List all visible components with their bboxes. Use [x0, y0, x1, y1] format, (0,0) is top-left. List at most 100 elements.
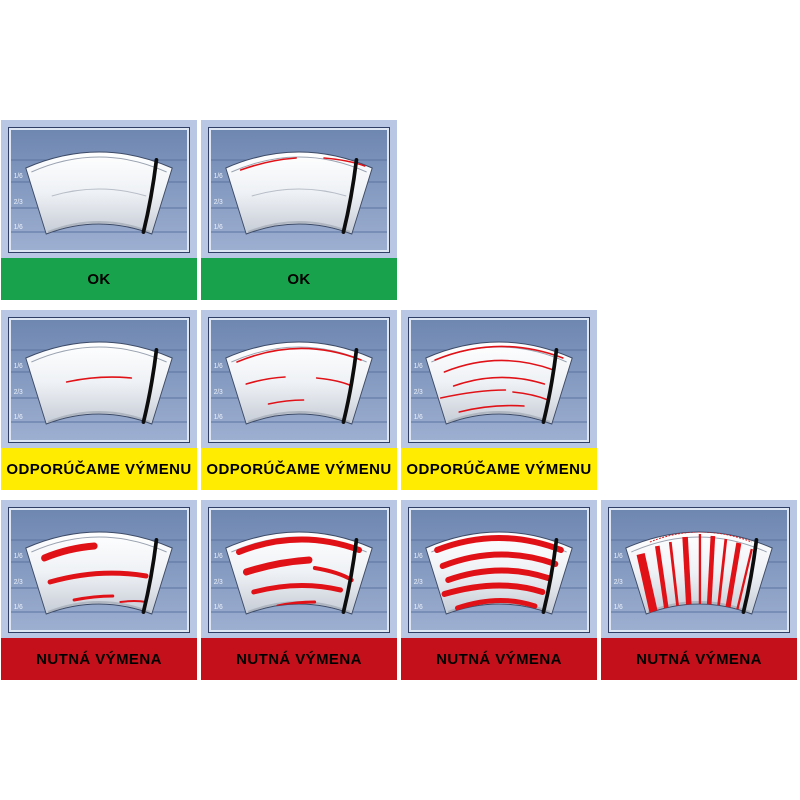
windshield-panel: 1/6 2/3 1/6	[8, 317, 190, 443]
cell-danger-2: 1/6 2/3 1/6	[201, 500, 397, 680]
cell-ok-1: 1/6 2/3 1/6 OK	[1, 120, 197, 300]
wiper-wear-chart: 1/6 2/3 1/6 OK	[1, 120, 800, 690]
zone-label-mid: 2/3	[214, 579, 223, 586]
status-label: ODPORÚČAME VÝMENU	[6, 460, 192, 478]
zone-label-bottom: 1/6	[414, 604, 423, 611]
streak-marks	[236, 536, 362, 608]
status-bar: NUTNÁ VÝMENA	[601, 638, 797, 680]
windshield-panel: 1/6 2/3 1/6	[8, 127, 190, 253]
zone-label-mid: 2/3	[214, 199, 223, 206]
status-bar: ODPORÚČAME VÝMENU	[201, 448, 397, 490]
status-label: ODPORÚČAME VÝMENU	[206, 460, 392, 478]
panel-frame: 1/6 2/3 1/6	[1, 500, 197, 638]
status-bar: OK	[1, 258, 197, 300]
row-recommend-replacement: 1/6 2/3 1/6 ODPORÚČAME V	[1, 310, 800, 490]
zone-label-bottom: 1/6	[14, 604, 23, 611]
streak-marks	[636, 532, 753, 614]
zone-label-top: 1/6	[614, 553, 623, 560]
cell-warn-3: 1/6 2/3 1/6	[401, 310, 597, 490]
row-ok: 1/6 2/3 1/6 OK	[1, 120, 800, 300]
cell-danger-4: 1/6 2/3 1/6	[601, 500, 797, 680]
panel-frame: 1/6 2/3 1/6	[1, 310, 197, 448]
wiper-blade	[141, 158, 159, 234]
panel-frame: 1/6 2/3 1/6	[201, 120, 397, 258]
status-label: OK	[287, 270, 311, 288]
zone-label-top: 1/6	[14, 363, 23, 370]
status-label: NUTNÁ VÝMENA	[236, 650, 362, 668]
zone-label-bottom: 1/6	[14, 224, 23, 231]
streak-marks	[65, 376, 133, 383]
panel-frame: 1/6 2/3 1/6	[201, 310, 397, 448]
status-label: ODPORÚČAME VÝMENU	[406, 460, 592, 478]
wiper-blade	[341, 538, 359, 614]
cell-danger-3: 1/6 2/3 1/6	[401, 500, 597, 680]
windshield-panel: 1/6 2/3 1/6	[8, 507, 190, 633]
zone-label-mid: 2/3	[14, 199, 23, 206]
status-label: NUTNÁ VÝMENA	[636, 650, 762, 668]
windshield-illustration-clean: 1/6 2/3 1/6	[11, 130, 187, 250]
wiper-blade	[141, 348, 159, 424]
zone-label-bottom: 1/6	[214, 224, 223, 231]
zone-label-bottom: 1/6	[614, 604, 623, 611]
status-bar: ODPORÚČAME VÝMENU	[401, 448, 597, 490]
cell-warn-1: 1/6 2/3 1/6 ODPORÚČAME V	[1, 310, 197, 490]
windshield-illustration-few-streaks: 1/6 2/3 1/6	[211, 320, 387, 440]
panel-frame: 1/6 2/3 1/6	[401, 500, 597, 638]
zone-label-mid: 2/3	[14, 389, 23, 396]
zone-label-bottom: 1/6	[214, 414, 223, 421]
windshield-illustration-light-marks: 1/6 2/3 1/6	[211, 130, 387, 250]
windshield-panel: 1/6 2/3 1/6	[208, 127, 390, 253]
panel-frame: 1/6 2/3 1/6	[1, 120, 197, 258]
zone-label-bottom: 1/6	[414, 414, 423, 421]
windshield-illustration-vertical-streaks: 1/6 2/3 1/6	[611, 510, 787, 630]
zone-label-mid: 2/3	[414, 389, 423, 396]
windshield-illustration-many-streaks: 1/6 2/3 1/6	[411, 320, 587, 440]
zone-label-top: 1/6	[414, 363, 423, 370]
windshield-panel: 1/6 2/3 1/6	[408, 507, 590, 633]
streak-marks	[239, 157, 366, 171]
status-label: NUTNÁ VÝMENA	[436, 650, 562, 668]
windshield-illustration-smears: 1/6 2/3 1/6	[11, 510, 187, 630]
status-label: OK	[87, 270, 111, 288]
wiper-blade	[741, 538, 759, 614]
zone-label-bottom: 1/6	[214, 604, 223, 611]
zone-label-top: 1/6	[214, 363, 223, 370]
wiper-blade	[341, 348, 359, 424]
windshield-illustration-one-streak: 1/6 2/3 1/6	[11, 320, 187, 440]
status-bar: NUTNÁ VÝMENA	[201, 638, 397, 680]
windshield-illustration-heavy-smears: 1/6 2/3 1/6	[211, 510, 387, 630]
wiper-blade	[141, 538, 159, 614]
windshield-illustration-dense-smears: 1/6 2/3 1/6	[411, 510, 587, 630]
streak-marks	[434, 345, 564, 413]
zone-label-top: 1/6	[414, 553, 423, 560]
status-bar: ODPORÚČAME VÝMENU	[1, 448, 197, 490]
wiper-blade	[341, 158, 359, 234]
zone-label-mid: 2/3	[14, 579, 23, 586]
cell-warn-2: 1/6 2/3 1/6	[201, 310, 397, 490]
windshield-panel: 1/6 2/3 1/6	[608, 507, 790, 633]
windshield-panel: 1/6 2/3 1/6	[208, 317, 390, 443]
row-replacement-required: 1/6 2/3 1/6	[1, 500, 800, 680]
panel-frame: 1/6 2/3 1/6	[601, 500, 797, 638]
status-bar: OK	[201, 258, 397, 300]
status-label: NUTNÁ VÝMENA	[36, 650, 162, 668]
cell-ok-2: 1/6 2/3 1/6	[201, 120, 397, 300]
zone-label-top: 1/6	[14, 553, 23, 560]
status-bar: NUTNÁ VÝMENA	[401, 638, 597, 680]
status-bar: NUTNÁ VÝMENA	[1, 638, 197, 680]
panel-frame: 1/6 2/3 1/6	[401, 310, 597, 448]
panel-frame: 1/6 2/3 1/6	[201, 500, 397, 638]
zone-label-top: 1/6	[14, 173, 23, 180]
zone-label-mid: 2/3	[614, 579, 623, 586]
windshield-panel: 1/6 2/3 1/6	[208, 507, 390, 633]
wiper-blade	[541, 538, 559, 614]
zone-label-top: 1/6	[214, 553, 223, 560]
zone-label-bottom: 1/6	[14, 414, 23, 421]
wiper-blade	[541, 348, 559, 424]
windshield-panel: 1/6 2/3 1/6	[408, 317, 590, 443]
cell-danger-1: 1/6 2/3 1/6	[1, 500, 197, 680]
streak-marks	[434, 535, 564, 611]
zone-label-mid: 2/3	[414, 579, 423, 586]
zone-label-top: 1/6	[214, 173, 223, 180]
zone-label-mid: 2/3	[214, 389, 223, 396]
